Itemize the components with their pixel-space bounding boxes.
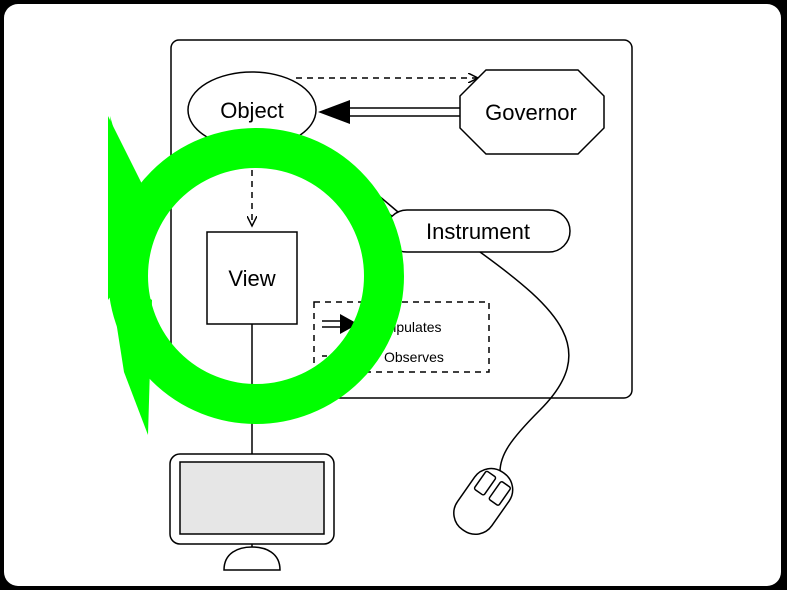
mouse-icon [453, 467, 514, 536]
legend-observes-label: Observes [384, 349, 444, 365]
governor-node: Governor [459, 69, 605, 155]
object-label: Object [220, 98, 284, 123]
governor-label: Governor [485, 100, 577, 125]
instrument-node: Instrument [385, 209, 571, 253]
legend-manipulates-symbol [322, 314, 358, 334]
view-label: View [228, 266, 275, 291]
manipulates-arrow-governor-object [318, 100, 462, 124]
refresh-ring-icon [108, 116, 404, 435]
instrument-label: Instrument [426, 219, 530, 244]
monitor-icon [169, 453, 335, 571]
mouse-cable [479, 251, 570, 473]
legend-frame [313, 301, 490, 373]
model-frame [170, 39, 633, 399]
view-node: View [206, 231, 298, 325]
